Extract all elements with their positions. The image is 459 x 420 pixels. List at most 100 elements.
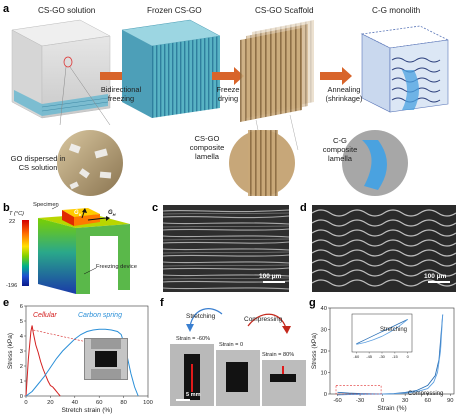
y-tick-label: 5: [20, 319, 23, 325]
x-tick-label: 80: [120, 400, 126, 406]
x-axis-label: Strain (%): [377, 405, 406, 412]
inset-label-stretching: Stretching: [380, 327, 408, 333]
gh-sub: H: [112, 212, 116, 218]
strain-zero-label: Strain = 0: [219, 342, 244, 348]
title-frozen-cs-go: Frozen CS-GO: [147, 6, 202, 15]
y-tick-label: 2: [20, 364, 23, 370]
arrow-3: [320, 67, 352, 85]
specimen-photo-e: [84, 338, 128, 380]
gh-label: GH: [108, 210, 116, 217]
temp-axis-text: T (°C): [9, 211, 24, 217]
specimen-clamp-top: [91, 339, 121, 349]
legend-carbon-spring: Carbon spring: [78, 312, 122, 319]
gv-sub: V: [78, 212, 82, 218]
panel-label-g: g: [309, 297, 316, 309]
series-line-cellular: [25, 325, 61, 397]
photo-stretched: [170, 344, 214, 406]
scale-text-c: 100 μm: [259, 273, 282, 280]
y-tick-label: 40: [321, 306, 327, 312]
arrow-2: [212, 67, 244, 85]
strain-pos-label: Strain = 80%: [262, 352, 295, 358]
specimen-clamp-bottom: [91, 369, 121, 379]
temp-min: -196: [6, 283, 18, 289]
arrow-label-bidirectional: Bidirectional freezing: [100, 85, 142, 103]
photo-rest: [216, 350, 260, 406]
panel-label-f: f: [160, 297, 164, 309]
cs-go-solution-cube: [11, 19, 111, 119]
panel-label-e: e: [3, 297, 10, 309]
scale-bar-d: [428, 281, 450, 283]
temperature-colorbar: [22, 220, 29, 286]
scale-text-d: 100 μm: [424, 273, 447, 280]
y-tick-label: 0: [324, 392, 327, 398]
y-tick-label: 1: [20, 379, 23, 385]
y-tick-label: 10: [321, 371, 327, 377]
inset-x-tick-label: -15: [392, 354, 399, 359]
temp-max: 22: [9, 219, 16, 225]
scaffold-lamellae: [240, 20, 314, 151]
scale-bar-c: [263, 281, 285, 283]
y-tick-label: 4: [20, 334, 24, 340]
y-tick-label: 0: [20, 394, 23, 400]
label-compressing-g: Compressing: [408, 391, 444, 397]
scale-bar-f: [176, 399, 190, 401]
panel-label-a: a: [3, 3, 10, 15]
panel-label-b: b: [3, 202, 10, 214]
stretch-arrow: [191, 364, 193, 392]
title-cs-go-solution: CS-GO solution: [38, 6, 96, 15]
schematic-illustration: [11, 19, 450, 196]
x-axis-label: Stretch strain (%): [62, 407, 113, 414]
strain-neg-label: Strain = -60%: [176, 336, 211, 342]
photo-compressed: [262, 360, 306, 406]
gh-text: G: [108, 210, 113, 216]
specimen-block: [95, 351, 117, 367]
cg-monolith-cube: [360, 25, 450, 113]
x-tick-label: -30: [356, 398, 364, 404]
sem-image-c: 100 μm: [163, 205, 289, 292]
sem-lamellar-texture: [163, 205, 289, 292]
y-tick-label: 20: [321, 349, 327, 355]
y-axis-label: Stress (kPa): [7, 333, 14, 369]
inset-series-0: [356, 319, 408, 345]
inset-series-1: [356, 319, 408, 345]
sem-image-d: 100 μm: [312, 205, 456, 292]
title-cg-monolith: C-G monolith: [372, 6, 421, 15]
frozen-cube: [121, 19, 221, 118]
scale-text-f: 5 mm: [186, 392, 201, 398]
x-tick-label: 0: [381, 398, 384, 404]
zoom-box: [335, 385, 382, 395]
inset-x-tick-label: -45: [366, 354, 373, 359]
x-tick-label: 0: [24, 400, 27, 406]
y-tick-label: 3: [20, 349, 23, 355]
x-tick-label: 60: [424, 398, 430, 404]
caption-go-dispersed: GO dispersed in CS solution: [10, 154, 66, 172]
caption-cg-lamella: C-G composite lamella: [322, 136, 358, 163]
x-tick-label: 90: [447, 398, 453, 404]
inset-x-tick-label: -60: [353, 354, 360, 359]
legend-cellular: Cellular: [33, 312, 57, 319]
sample-rest: [226, 362, 248, 392]
arrow-label-freeze-drying: Freeze drying: [216, 85, 240, 103]
y-axis-label: Stress (kPa): [311, 333, 318, 369]
specimen-label: Specimen: [33, 202, 59, 208]
inset-bg: [350, 312, 414, 358]
sem-wavy-texture: [312, 205, 456, 292]
sample-compressed: [270, 374, 296, 382]
inset-x-tick-label: 0: [407, 354, 410, 359]
freezing-setup-diagram: [22, 205, 130, 294]
panel-f-arrows: [186, 308, 291, 334]
x-tick-label: 40: [72, 400, 78, 406]
series-line-unloading: [337, 314, 444, 396]
label-stretching: Stretching: [186, 313, 216, 320]
title-cs-go-scaffold: CS-GO Scaffold: [255, 6, 314, 15]
x-tick-label: 20: [47, 400, 53, 406]
arrow-label-annealing: Annealing (shrinkage): [325, 85, 363, 103]
x-tick-label: 100: [143, 400, 153, 406]
temp-axis-label: T (°C): [9, 211, 24, 217]
freezing-device-label: Freezing device: [96, 264, 137, 270]
x-tick-label: 60: [96, 400, 102, 406]
caption-cs-go-lamella: CS-GO composite lamella: [189, 134, 225, 161]
compress-arrow: [282, 366, 284, 374]
label-compressing: Compressing: [244, 316, 283, 323]
